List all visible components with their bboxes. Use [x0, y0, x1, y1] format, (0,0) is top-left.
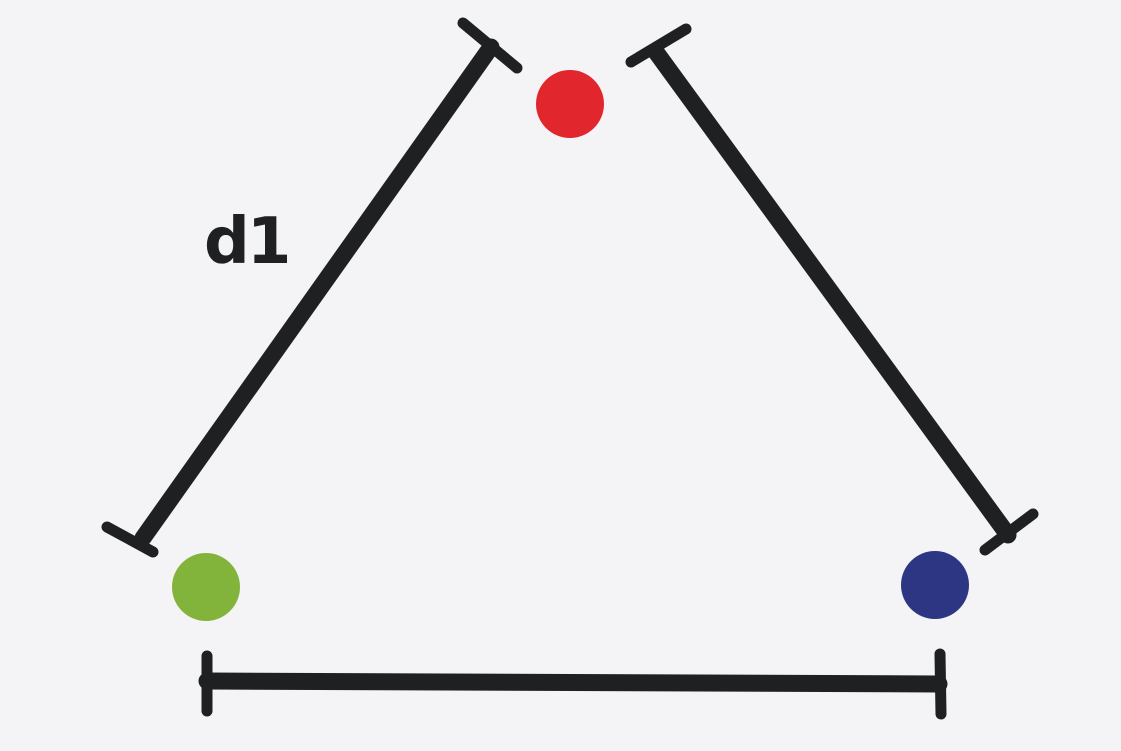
blue-point [901, 551, 969, 619]
distance-label-d1: d1 [204, 205, 291, 279]
segment-right [625, 23, 1039, 556]
segment-right-end-cap-top [625, 23, 692, 68]
segment-left-end-cap-top [457, 17, 523, 74]
segment-left-end-cap-bottom [101, 521, 159, 558]
segment-bottom [198, 648, 948, 720]
segment-right-end-cap-bottom [979, 508, 1039, 556]
segment-left-d1 [101, 17, 523, 558]
green-point [172, 553, 240, 621]
red-point [536, 70, 604, 138]
segment-bottom-end-cap-right [934, 648, 947, 720]
